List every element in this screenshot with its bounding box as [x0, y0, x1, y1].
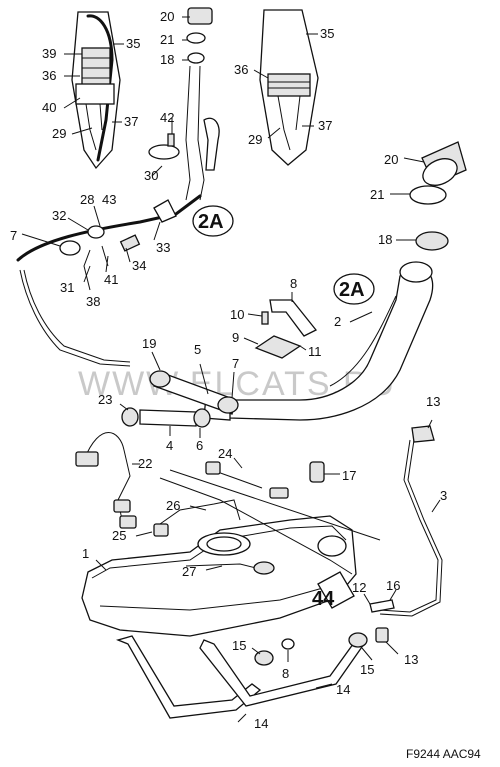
callout-29a: 29: [52, 126, 66, 141]
callout-23: 23: [98, 392, 112, 407]
callout-30: 30: [144, 168, 158, 183]
connector-label: 44: [312, 588, 335, 610]
filler-neck-detail-right: [259, 9, 319, 166]
ref-circle-lower: [333, 273, 375, 305]
callout-12: 12: [352, 580, 366, 595]
callout-11: 11: [308, 344, 322, 359]
callout-17: 17: [342, 468, 356, 483]
callout-14a: 14: [336, 682, 350, 697]
callout-31: 31: [60, 280, 74, 295]
callout-42: 42: [160, 110, 174, 125]
ref-circle-upper: [192, 205, 234, 237]
drain-plug: [309, 461, 325, 483]
callout-37b: 37: [318, 118, 332, 133]
callout-16: 16: [386, 578, 400, 593]
callout-13a: 13: [426, 394, 440, 409]
callout-1: 1: [82, 546, 89, 561]
callout-5: 5: [194, 342, 201, 357]
callout-37a: 37: [124, 114, 138, 129]
callout-34: 34: [132, 258, 146, 273]
callout-20b: 20: [384, 152, 398, 167]
callout-39: 39: [42, 46, 56, 61]
callout-8b: 8: [282, 666, 289, 681]
callout-4: 4: [166, 438, 173, 453]
callout-36b: 36: [234, 62, 248, 77]
callout-43: 43: [102, 192, 116, 207]
callout-24: 24: [218, 446, 232, 461]
callout-40: 40: [42, 100, 56, 115]
callout-21b: 21: [370, 187, 384, 202]
filler-pipe: [203, 261, 434, 421]
callout-14b: 14: [254, 716, 268, 731]
callout-10: 10: [230, 307, 244, 322]
hose-clamp-30: [148, 144, 180, 160]
callout-7b: 7: [232, 356, 239, 371]
callout-28: 28: [80, 192, 94, 207]
callout-15b: 15: [360, 662, 374, 677]
callout-15a: 15: [232, 638, 246, 653]
callout-9: 9: [232, 330, 239, 345]
callout-19: 19: [142, 336, 156, 351]
callout-41: 41: [104, 272, 118, 287]
callout-36a: 36: [42, 68, 56, 83]
callout-22: 22: [138, 456, 152, 471]
hose-4: [139, 409, 197, 427]
callout-35a: 35: [126, 36, 140, 51]
callout-20a: 20: [160, 9, 174, 24]
ref-label-upper: 2A: [198, 211, 224, 233]
callout-27: 27: [182, 564, 196, 579]
callout-35b: 35: [320, 26, 334, 41]
ref-label-lower: 2A: [339, 279, 365, 301]
callout-2: 2: [334, 314, 341, 329]
callout-21a: 21: [160, 32, 174, 47]
filler-cap-right: [409, 141, 467, 251]
callout-18a: 18: [160, 52, 174, 67]
vent-hose: [16, 194, 202, 262]
callout-8a: 8: [290, 276, 297, 291]
callout-3: 3: [440, 488, 447, 503]
connector-44: [317, 571, 355, 609]
figure-code: F9244 AAC94: [406, 747, 481, 761]
callout-18b: 18: [378, 232, 392, 247]
callout-32: 32: [52, 208, 66, 223]
fuel-tank: [81, 515, 357, 637]
callout-13b: 13: [404, 652, 418, 667]
callout-26: 26: [166, 498, 180, 513]
callout-29b: 29: [248, 132, 262, 147]
filler-cap-upper: [186, 7, 213, 64]
callout-38: 38: [86, 294, 100, 309]
callout-25: 25: [112, 528, 126, 543]
strap-left: [115, 635, 262, 719]
callout-6: 6: [196, 438, 203, 453]
callout-33: 33: [156, 240, 170, 255]
filler-neck-detail-left: [71, 11, 121, 170]
callout-7a: 7: [10, 228, 17, 243]
